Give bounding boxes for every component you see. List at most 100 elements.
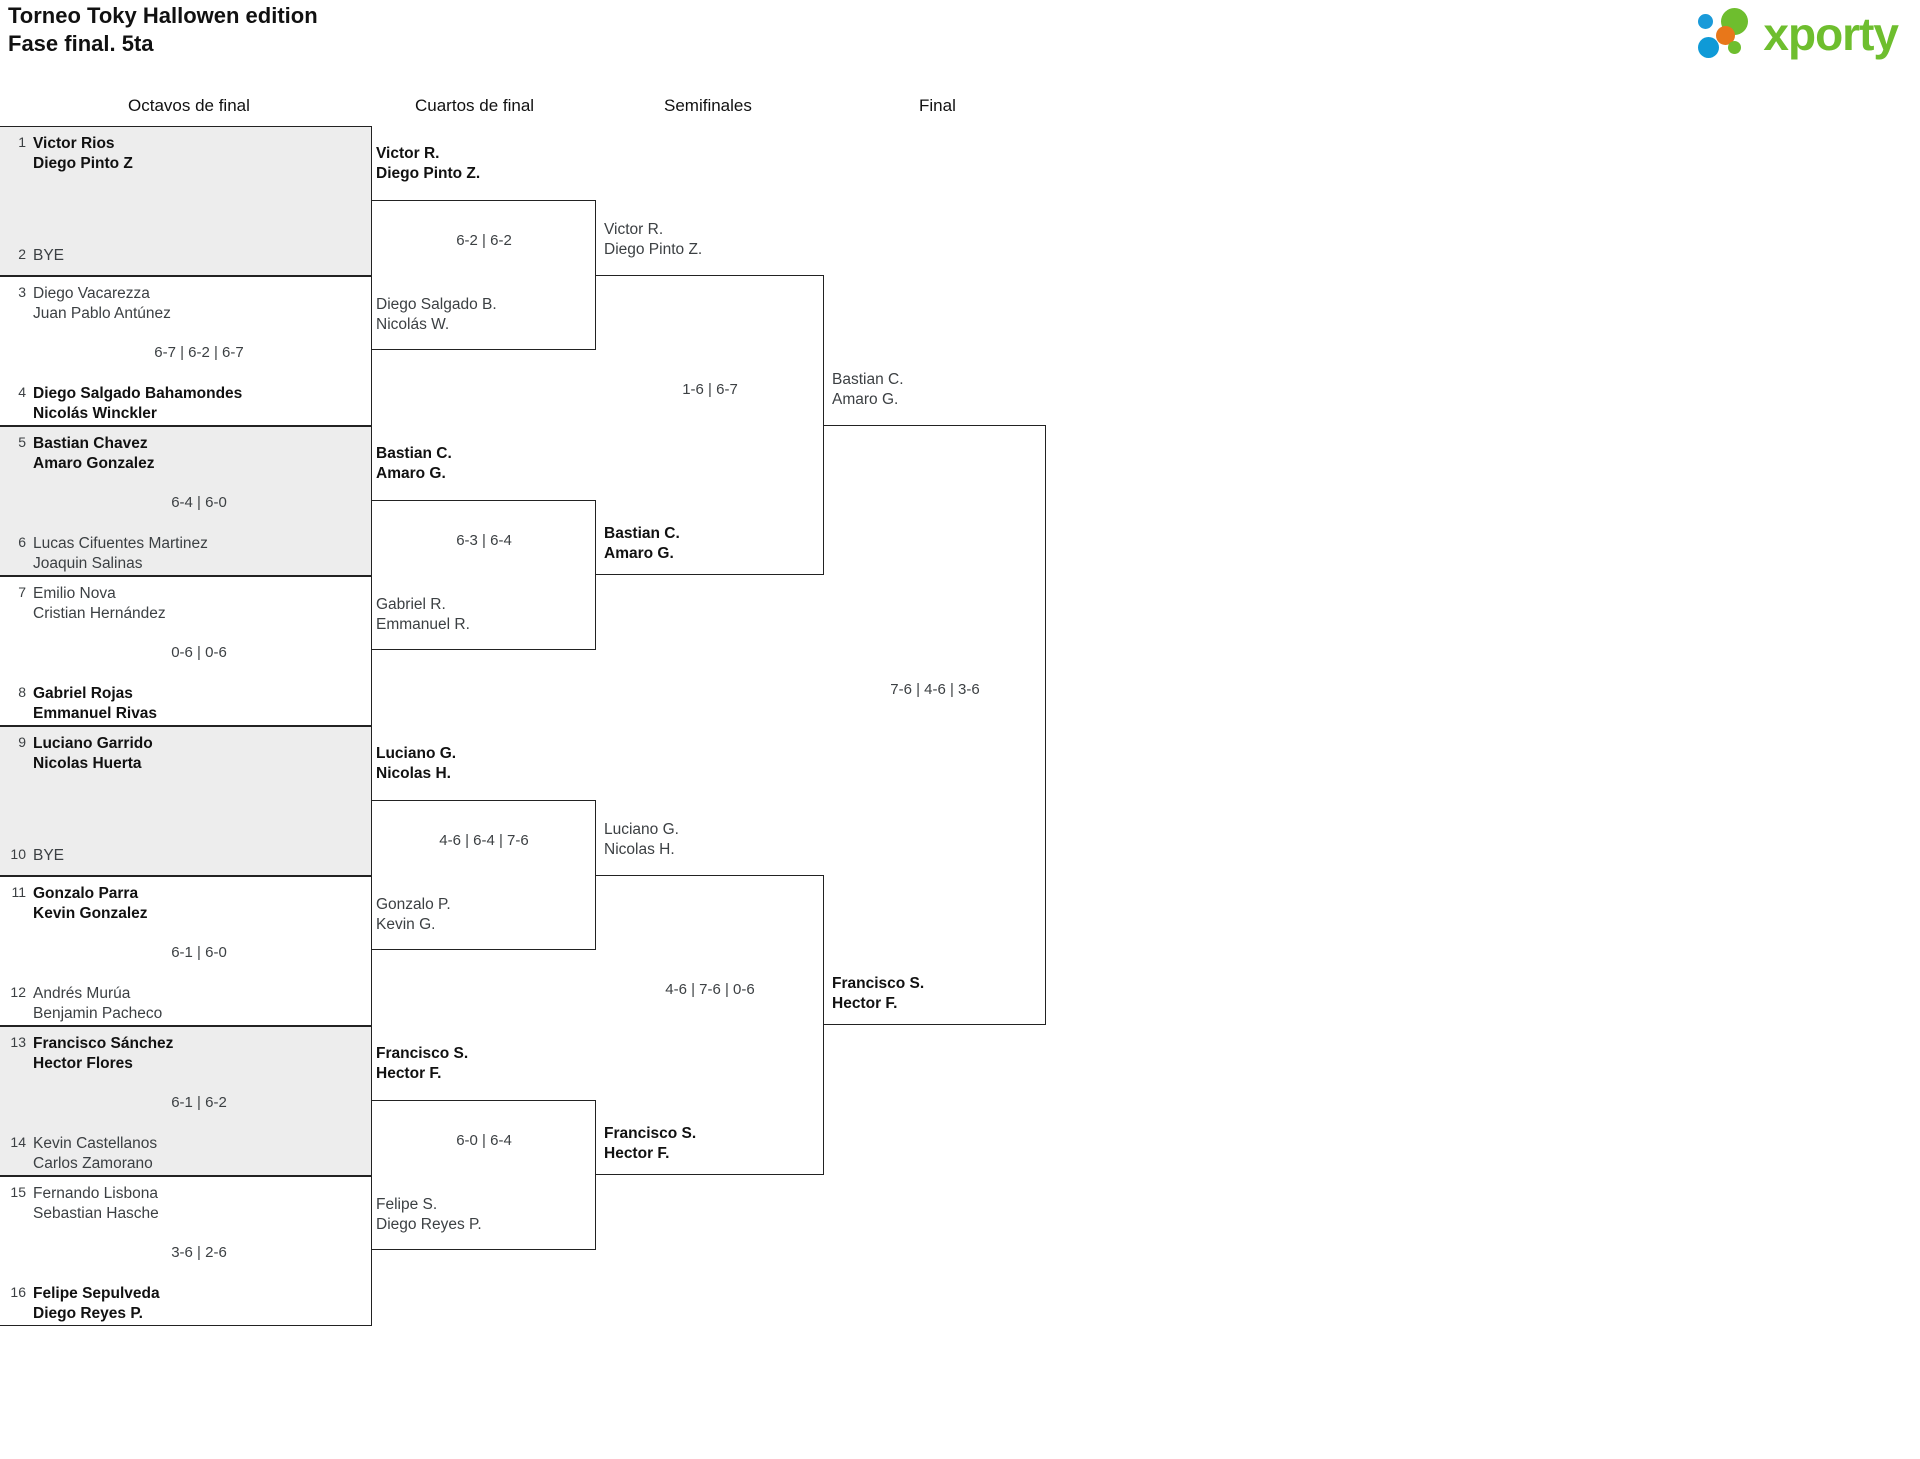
round-header-cuartos: Cuartos de final [415, 96, 535, 115]
match-score: 6-4 | 6-0 [171, 494, 227, 511]
tournament-phase: Fase final. 5ta [8, 30, 154, 56]
round1-entry-bottom[interactable]: 2 BYE [0, 246, 372, 266]
final-entry-top[interactable]: Bastian C.Amaro G. [832, 371, 904, 408]
round2-connector [372, 200, 596, 350]
match-score: 6-2 | 6-2 [456, 232, 512, 249]
seed-number: 13 [10, 1034, 26, 1050]
round3-entry-bottom[interactable]: Bastian C.Amaro G. [604, 525, 680, 562]
logo-wordmark: xporty [1763, 8, 1899, 60]
round2-entry-bottom[interactable]: Gonzalo P.Kevin G. [376, 896, 451, 933]
round1-match-block[interactable] [0, 276, 372, 426]
round3-entry-bottom[interactable]: Francisco S.Hector F. [604, 1125, 697, 1162]
xporty-logo[interactable]: xporty [1698, 8, 1899, 60]
seed-number: 10 [10, 846, 26, 862]
logo-dots-icon [1698, 8, 1756, 60]
logo-dot-orange-icon [1716, 26, 1736, 45]
round1-match-block[interactable] [0, 126, 372, 276]
round2-entry-bottom[interactable]: Diego Salgado B.Nicolás W. [376, 296, 497, 333]
match-score: 4-6 | 7-6 | 0-6 [665, 981, 755, 998]
seed-number: 11 [11, 884, 26, 900]
round1-match-block[interactable] [0, 576, 372, 726]
seed-number: 16 [10, 1284, 26, 1300]
round1-match-block[interactable] [0, 426, 372, 576]
seed-number: 12 [10, 984, 26, 1000]
seed-number: 5 [18, 434, 26, 450]
match-score: 0-6 | 0-6 [171, 644, 227, 661]
final-entry-bottom[interactable]: Francisco S.Hector F. [832, 975, 925, 1012]
round3-entry-top[interactable]: Victor R.Diego Pinto Z. [604, 221, 703, 258]
round2-connector [372, 1100, 596, 1250]
round1-match-block[interactable] [0, 876, 372, 1026]
round2-entry-bottom[interactable]: Felipe S.Diego Reyes P. [376, 1196, 482, 1233]
logo-dot-blue-large-icon [1698, 37, 1720, 58]
round1-entry-bottom[interactable]: 10 BYE [0, 846, 372, 866]
round2-connector [372, 500, 596, 650]
tournament-title: Torneo Toky Hallowen edition [8, 3, 318, 28]
seed-number: 8 [18, 684, 26, 700]
round1-match-block[interactable] [0, 1176, 372, 1326]
seed-number: 14 [10, 1134, 26, 1150]
round2-entry-top[interactable]: Victor R.Diego Pinto Z. [376, 145, 481, 182]
round3-connector [596, 275, 824, 575]
seed-number: 1 [18, 134, 26, 150]
logo-dot-green-small-icon [1728, 41, 1742, 54]
round1-match-block[interactable] [0, 726, 372, 876]
round2-entry-bottom[interactable]: Gabriel R.Emmanuel R. [376, 596, 470, 633]
round2-entry-top[interactable]: Luciano G.Nicolas H. [376, 745, 457, 782]
seed-number: 9 [18, 734, 26, 750]
logo-dot-blue-small-icon [1698, 14, 1714, 29]
match-score: 6-1 | 6-2 [171, 1094, 227, 1111]
match-score: 6-1 | 6-0 [171, 944, 227, 961]
round4-connector [824, 425, 1046, 1025]
match-score: 1-6 | 6-7 [682, 381, 738, 398]
round3-connector [596, 875, 824, 1175]
round-header-octavos: Octavos de final [128, 96, 250, 115]
round2-entry-top[interactable]: Bastian C.Amaro G. [376, 445, 452, 482]
round3-entry-top[interactable]: Luciano G.Nicolas H. [604, 821, 679, 858]
player-names: BYE [33, 247, 65, 264]
match-score: 6-7 | 6-2 | 6-7 [154, 344, 244, 361]
match-score: 3-6 | 2-6 [171, 1244, 227, 1261]
player-names: BYE [33, 847, 65, 864]
seed-number: 2 [18, 246, 26, 262]
seed-number: 3 [18, 284, 26, 300]
round2-connector [372, 800, 596, 950]
seed-number: 15 [10, 1184, 26, 1200]
seed-number: 6 [18, 534, 26, 550]
round2-entry-top[interactable]: Francisco S.Hector F. [376, 1045, 469, 1082]
seed-number: 7 [18, 584, 26, 600]
match-score: 7-6 | 4-6 | 3-6 [890, 681, 980, 698]
seed-number: 4 [18, 384, 26, 400]
round-header-final: Final [919, 96, 956, 115]
match-score: 6-0 | 6-4 [456, 1132, 512, 1149]
round1-match-block[interactable] [0, 1026, 372, 1176]
